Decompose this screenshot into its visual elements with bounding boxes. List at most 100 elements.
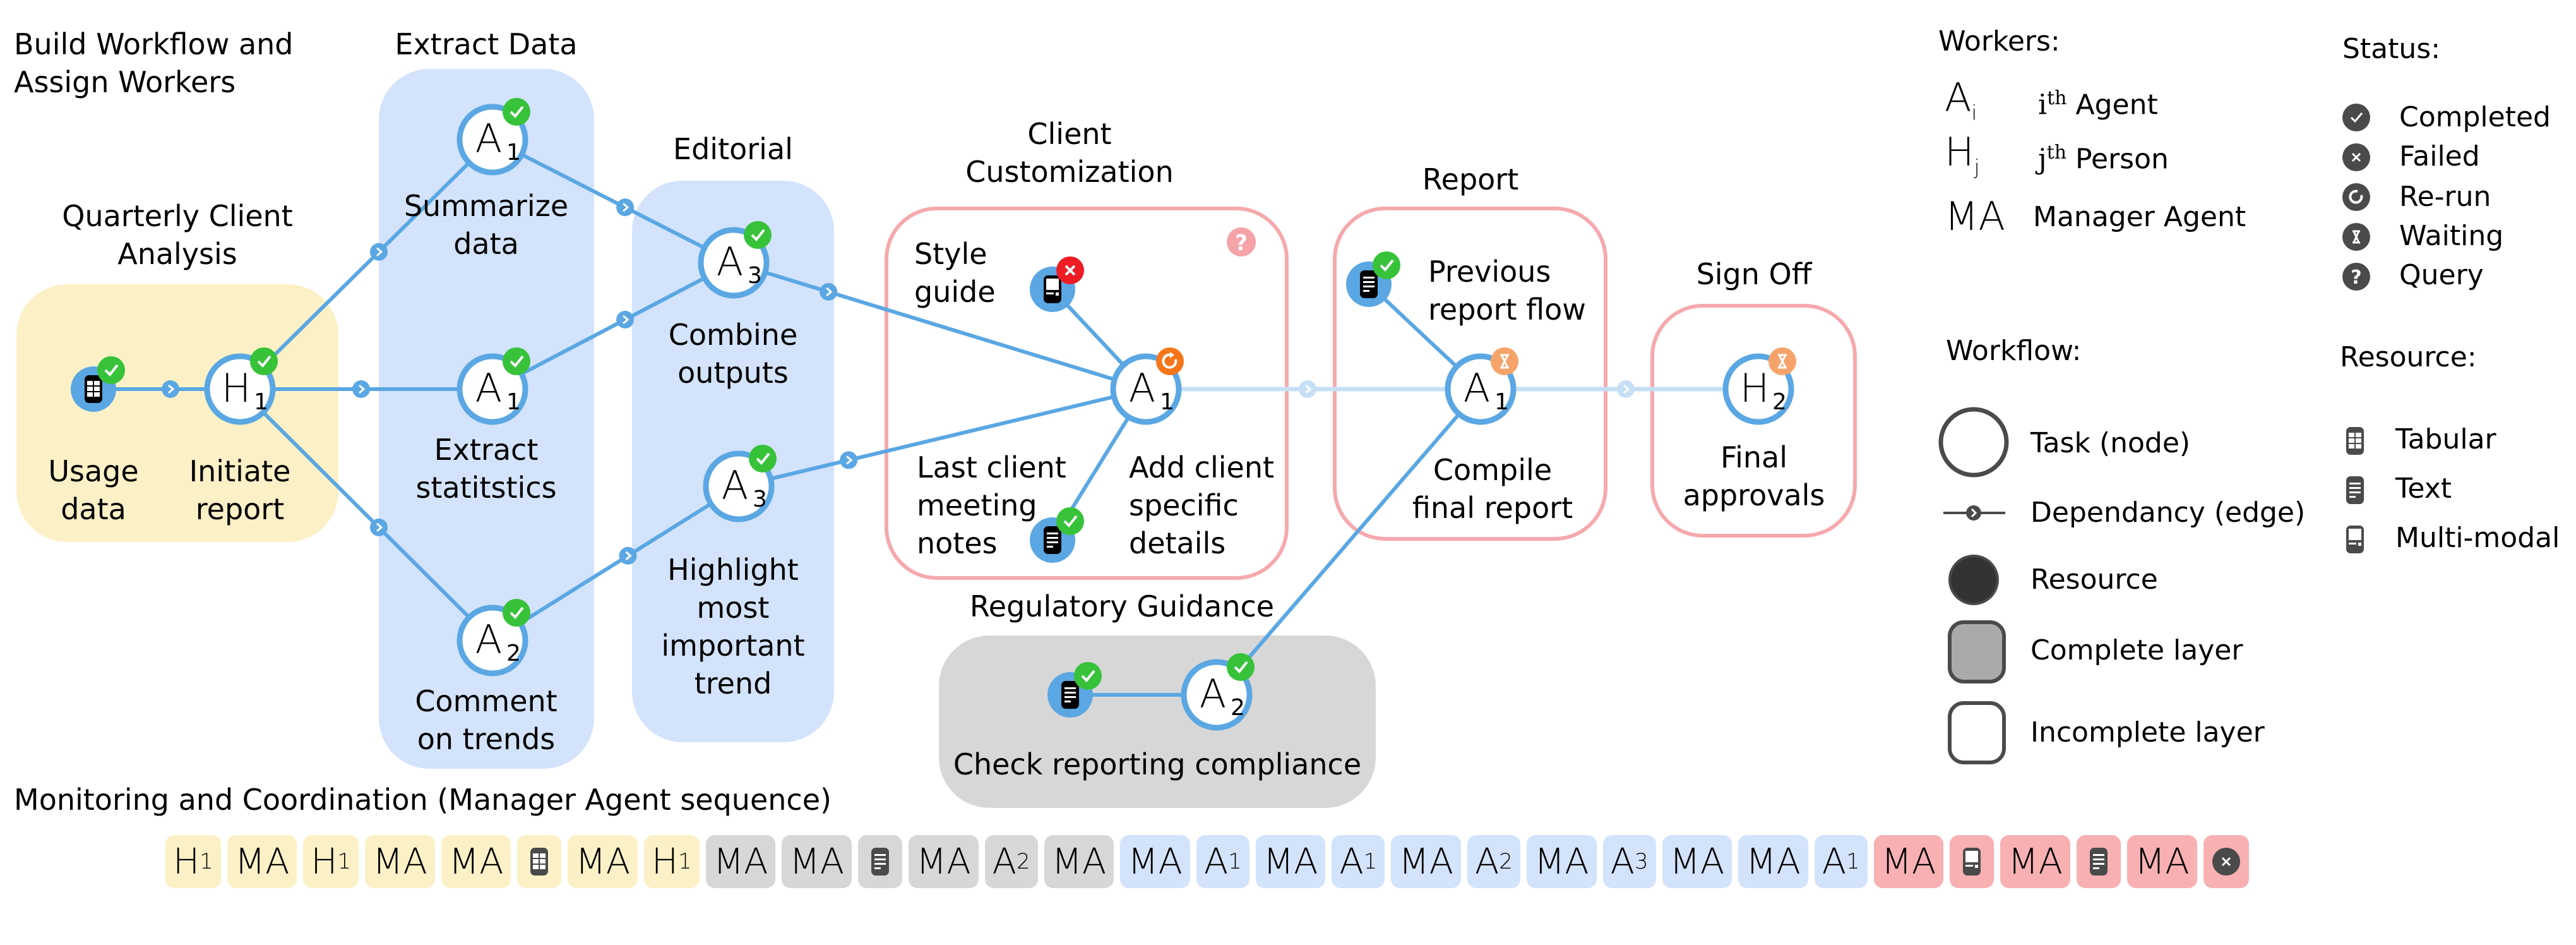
sequence-sub: 2 bbox=[1016, 849, 1030, 874]
legend-completed-icon bbox=[2342, 104, 2370, 131]
sequence-item bbox=[858, 835, 902, 888]
sequence-item: MA bbox=[1120, 835, 1190, 888]
sequence-label: MA bbox=[2134, 841, 2190, 882]
multimodal-resource-icon bbox=[1963, 848, 1981, 876]
completed-status-icon bbox=[250, 347, 278, 375]
sequence-item: MA bbox=[227, 835, 297, 888]
svg-text:A: A bbox=[1200, 671, 1226, 717]
completed-status-icon bbox=[503, 347, 530, 375]
legend-waiting-icon bbox=[2342, 223, 2370, 251]
sequence-item: MA bbox=[1873, 835, 1944, 888]
svg-text:1: 1 bbox=[254, 389, 268, 415]
text-resource-icon bbox=[1061, 681, 1079, 709]
edge-h1-a2_com bbox=[238, 387, 494, 642]
dependency-marker bbox=[616, 311, 635, 328]
text-resource-icon bbox=[2089, 848, 2108, 876]
text-resource-icon bbox=[1360, 270, 1378, 298]
layer-title-report: Report bbox=[1422, 162, 1519, 196]
sequence-label: MA bbox=[1398, 841, 1453, 882]
sequence-item: MA bbox=[365, 835, 435, 888]
legend-workflow-resource: Resource bbox=[2030, 563, 2158, 596]
edge-h1-a1_sum bbox=[238, 138, 494, 391]
node-reg_res[interactable] bbox=[1047, 662, 1102, 718]
multimodal-resource-icon bbox=[2346, 526, 2364, 553]
node-prev[interactable] bbox=[1346, 251, 1400, 307]
dependency-marker bbox=[370, 518, 388, 536]
text-resource-icon bbox=[2346, 476, 2364, 504]
sequence-item: MA bbox=[2126, 835, 2197, 888]
sequence-item: MA bbox=[2000, 835, 2070, 888]
sequence-item bbox=[517, 835, 562, 888]
sequence-label: A bbox=[1474, 841, 1500, 882]
legend-incomplete-layer-icon bbox=[1948, 701, 2006, 764]
layer-title-signoff: Sign Off bbox=[1696, 257, 1812, 291]
legend-person-symbol: Hj bbox=[1945, 129, 1980, 179]
sequence-item: MA bbox=[782, 835, 852, 888]
svg-text:1: 1 bbox=[506, 389, 521, 415]
node-notes[interactable] bbox=[1030, 507, 1084, 563]
sequence-label: A bbox=[1203, 841, 1229, 882]
sequence-label: MA bbox=[789, 841, 844, 882]
layer-quarterly bbox=[16, 284, 338, 542]
tabular-resource-icon bbox=[2346, 427, 2364, 455]
sequence-label: H bbox=[311, 841, 338, 882]
legend-failed-icon bbox=[2342, 143, 2370, 171]
sequence-sub: 1 bbox=[1363, 849, 1378, 874]
edge-a2_com-a3_high bbox=[491, 485, 740, 642]
legend-workflow-title: Workflow: bbox=[1946, 335, 2082, 367]
dependency-marker bbox=[619, 546, 637, 565]
node-style[interactable] bbox=[1030, 256, 1084, 312]
sequence-label: H bbox=[652, 841, 679, 882]
sequence-item: MA bbox=[1044, 835, 1114, 888]
node-label-prev: Previous report flow bbox=[1428, 255, 1586, 327]
node-label-usage: Usage data bbox=[48, 454, 139, 526]
node-label-a1-ext: Extract statitstics bbox=[415, 433, 557, 505]
sequence-label: MA bbox=[1128, 841, 1183, 882]
node-usage[interactable] bbox=[71, 356, 125, 412]
sequence-label: MA bbox=[2008, 841, 2063, 882]
dependency-marker bbox=[1617, 380, 1635, 398]
sequence-label: A bbox=[1610, 841, 1635, 882]
layer-title-quarterly: Quarterly Client Analysis bbox=[62, 199, 293, 271]
node-label-h2: Final approvals bbox=[1683, 440, 1825, 512]
node-label-a1-comp: Compile final report bbox=[1412, 453, 1573, 525]
layer-title-regulatory: Regulatory Guidance bbox=[969, 589, 1275, 623]
sequence-label: MA bbox=[1051, 841, 1107, 882]
legend-status-query: Query bbox=[2399, 259, 2484, 291]
legend-status-rerun: Re-run bbox=[2399, 181, 2491, 213]
sequence-item: MA bbox=[568, 835, 638, 888]
sequence-label: MA bbox=[373, 841, 427, 882]
completed-status-icon bbox=[1074, 662, 1102, 690]
svg-text:3: 3 bbox=[748, 263, 762, 289]
legend-complete-layer-icon bbox=[1948, 620, 2006, 683]
svg-text:2: 2 bbox=[1772, 389, 1787, 415]
sequence-sub: 3 bbox=[1634, 849, 1649, 874]
query-icon: ? bbox=[1227, 227, 1256, 256]
layer-client bbox=[885, 207, 1289, 580]
tabular-resource-icon bbox=[85, 375, 102, 403]
svg-text:2: 2 bbox=[1231, 695, 1245, 721]
sequence-label: A bbox=[1339, 841, 1364, 882]
legend-status-completed: Completed bbox=[2399, 101, 2551, 133]
legend-resource-multimodal: Multi-modal bbox=[2395, 522, 2560, 554]
edge-a3_high-a1_add bbox=[738, 387, 1147, 488]
legend-workflow-complete-layer: Complete layer bbox=[2030, 634, 2243, 666]
completed-status-icon bbox=[503, 98, 530, 126]
layer-title-extract: Extract Data bbox=[395, 27, 578, 61]
dependency-marker bbox=[162, 380, 179, 398]
sequence-label: A bbox=[992, 841, 1017, 882]
svg-text:A: A bbox=[475, 617, 502, 663]
